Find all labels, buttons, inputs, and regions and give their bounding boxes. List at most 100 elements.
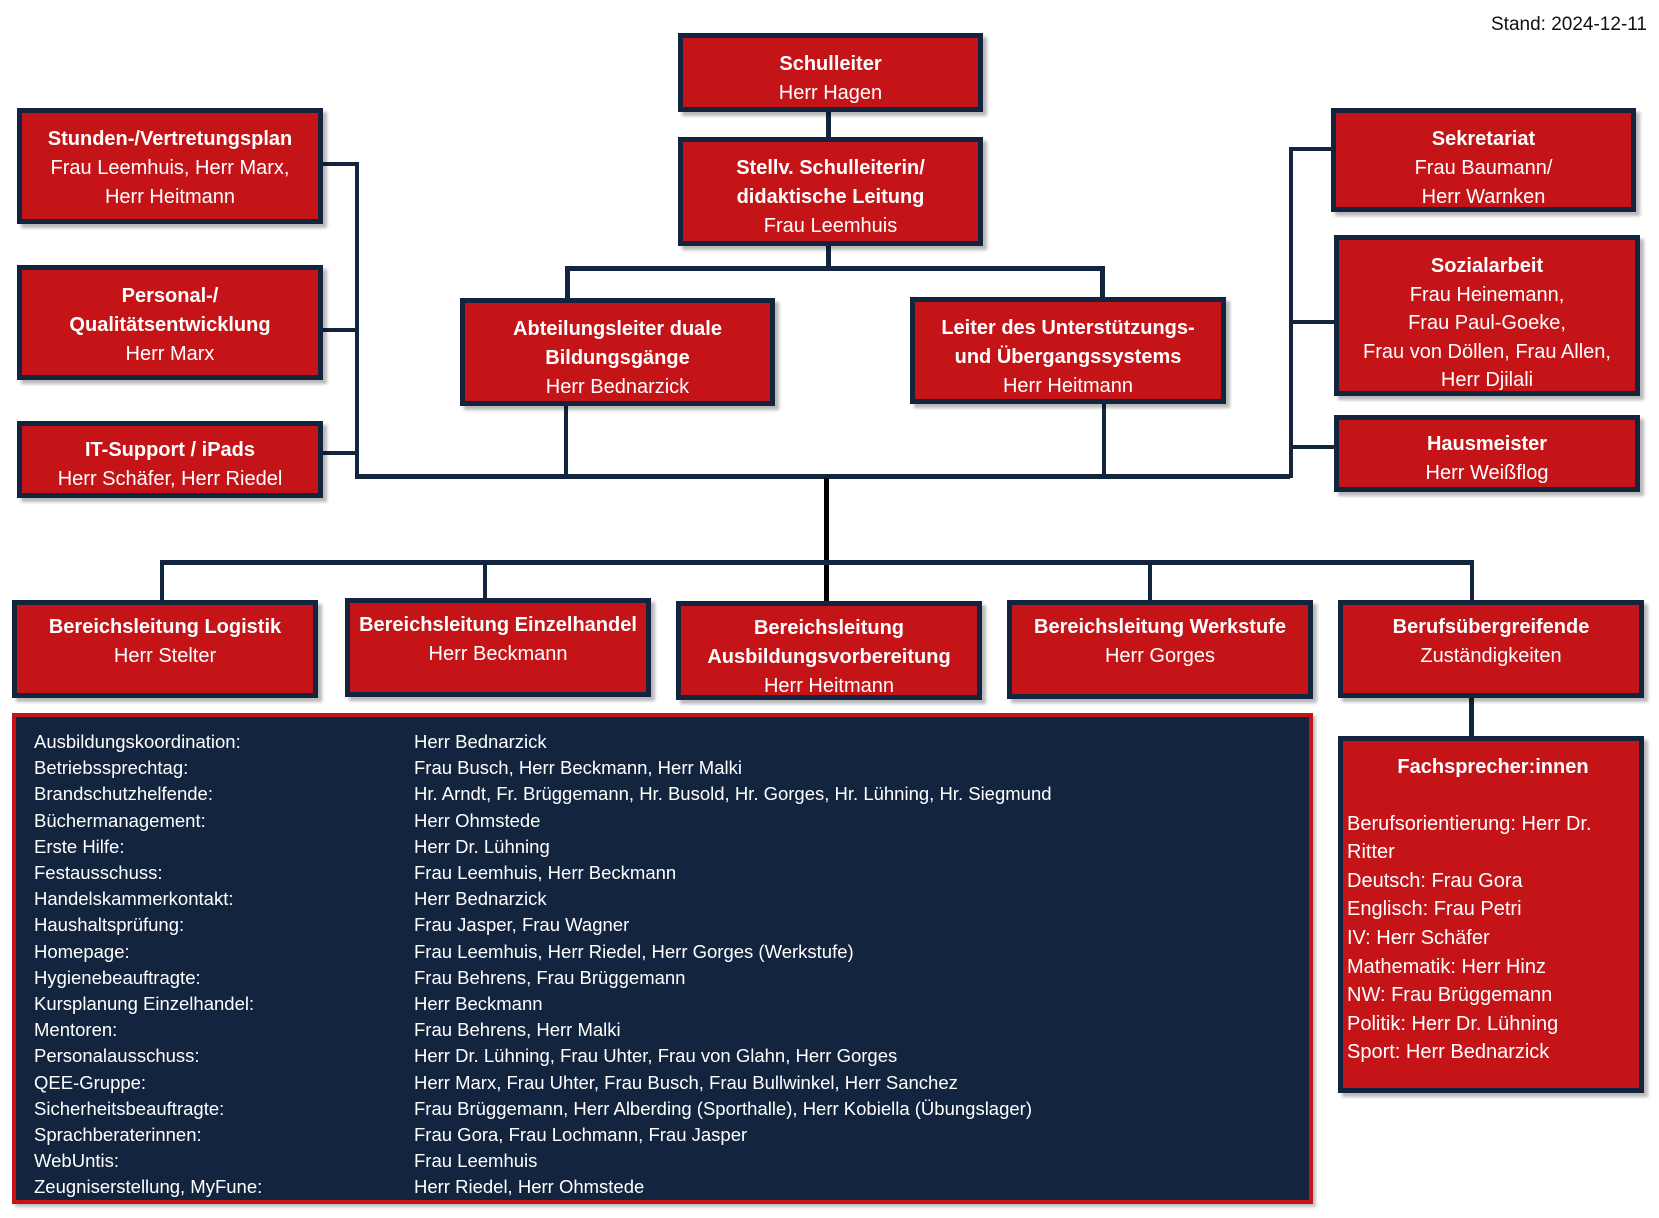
- node-name: Herr Bednarzick: [545, 376, 690, 398]
- node-fachsprecher: Fachsprecher:innen Berufsorientierung: H…: [1338, 736, 1644, 1093]
- role-label: Betriebssprechtag:: [34, 757, 189, 779]
- people-value: Herr Bednarzick: [414, 888, 547, 910]
- node-title: Bereichsleitung Logistik: [48, 616, 282, 638]
- connector-line: [1289, 147, 1293, 478]
- connector-line: [1289, 320, 1334, 324]
- role-label: WebUntis:: [34, 1150, 119, 1172]
- people-value: Frau Behrens, Frau Brüggemann: [414, 966, 686, 988]
- role-label: Büchermanagement:: [34, 809, 206, 831]
- role-label: Personalausschuss:: [34, 1045, 200, 1067]
- node-stellv-schulleiterin: Stellv. Schulleiterin/ didaktische Leitu…: [678, 137, 983, 246]
- role-label: Handelskammerkontakt:: [34, 888, 234, 910]
- table-row: Mentoren: Frau Behrens, Herr Malki: [34, 1017, 1309, 1043]
- list-item: Mathematik: Herr Hinz: [1347, 955, 1546, 978]
- node-name: Herr Schäfer, Herr Riedel: [57, 468, 283, 490]
- table-row: Erste Hilfe:Herr Dr. Lühning: [34, 834, 1309, 860]
- list-item: Ritter: [1347, 841, 1395, 864]
- connector-line: [160, 560, 164, 600]
- connector-line: [1100, 266, 1105, 298]
- table-row: Handelskammerkontakt: Herr Bednarzick: [34, 886, 1309, 912]
- node-name: Frau Leemhuis: [763, 215, 898, 237]
- list-item: Deutsch: Frau Gora: [1347, 869, 1523, 892]
- node-title: IT-Support / iPads: [84, 439, 255, 461]
- people-value: Herr Ohmstede: [414, 809, 541, 831]
- node-title: Fachsprecher:innen: [1397, 756, 1589, 778]
- role-label: Mentoren:: [34, 1019, 118, 1041]
- node-name: Herr Djilali: [1440, 369, 1534, 391]
- node-title: Leiter des Unterstützungs-: [941, 317, 1195, 339]
- node-title: Ausbildungsvorbereitung: [707, 646, 951, 668]
- node-title: Sekretariat: [1431, 128, 1536, 150]
- node-title: Abteilungsleiter duale: [513, 318, 722, 340]
- connector-line: [1148, 560, 1152, 600]
- node-sekretariat: Sekretariat Frau Baumann/ Herr Warnken: [1331, 108, 1636, 212]
- node-title: Bildungsgänge: [545, 347, 690, 369]
- node-name: Frau von Döllen, Frau Allen,: [1363, 340, 1611, 363]
- table-row: Homepage:Frau Leemhuis, Herr Riedel, Her…: [34, 939, 1309, 965]
- node-name: Frau Paul-Goeke,: [1408, 312, 1566, 334]
- table-row: Kursplanung Einzelhandel: Herr Beckmann: [34, 991, 1309, 1017]
- list-item: Sport: Herr Bednarzick: [1347, 1041, 1550, 1064]
- table-row: Haushaltsprüfung: Frau Jasper, Frau Wagne…: [34, 912, 1309, 938]
- table-row: WebUntis:Frau Leemhuis: [34, 1148, 1309, 1174]
- node-name: Herr Warnken: [1421, 186, 1546, 208]
- role-label: Festausschuss:: [34, 862, 163, 884]
- stand-date: Stand: 2024-12-11: [1491, 14, 1647, 35]
- node-title: Personal-/: [121, 285, 219, 307]
- role-label: Zeugniserstellung, MyFune:: [34, 1176, 263, 1198]
- people-value: Herr Dr. Lühning, Frau Uhter, Frau von G…: [414, 1045, 898, 1067]
- table-row: Büchermanagement: Herr Ohmstede: [34, 808, 1309, 834]
- node-name: Frau Leemhuis, Herr Marx,: [50, 157, 290, 179]
- node-name: Frau Heinemann,: [1409, 283, 1565, 306]
- node-personalentwicklung: Personal-/ Qualitätsentwicklung Herr Mar…: [17, 265, 323, 380]
- node-title: Sozialarbeit: [1430, 255, 1544, 277]
- list-item: Englisch: Frau Petri: [1347, 898, 1522, 921]
- people-value: Herr Beckmann: [414, 993, 543, 1015]
- connector-line: [323, 328, 358, 332]
- list-item: Berufsorientierung: Herr Dr.: [1347, 812, 1592, 835]
- people-value: Frau Behrens, Herr Malki: [414, 1019, 621, 1041]
- connector-line: [1289, 147, 1331, 151]
- connector-line: [1289, 445, 1334, 449]
- node-stundenplan: Stunden-/Vertretungsplan Frau Leemhuis, …: [17, 108, 323, 224]
- node-title: Stellv. Schulleiterin/: [736, 157, 925, 179]
- connector-line: [1470, 560, 1474, 600]
- connector-line: [323, 162, 359, 166]
- node-it-support: IT-Support / iPads Herr Schäfer, Herr Ri…: [17, 421, 323, 498]
- connector-line: [826, 112, 831, 138]
- node-name: Herr Weißflog: [1425, 462, 1549, 484]
- people-value: Hr. Arndt, Fr. Brüggemann, Hr. Busold, H…: [414, 783, 1052, 805]
- table-row: Zeugniserstellung, MyFune: Herr Riedel, H…: [34, 1174, 1309, 1200]
- node-hausmeister: Hausmeister Herr Weißflog: [1334, 415, 1640, 492]
- connector-line: [564, 406, 568, 478]
- node-bereich-werkstufe: Bereichsleitung Werkstufe Herr Gorges: [1007, 600, 1313, 699]
- node-name: Herr Hagen: [778, 82, 883, 104]
- node-bereich-logistik: Bereichsleitung Logistik Herr Stelter: [12, 600, 318, 698]
- table-row: Brandschutzhelfende:Hr. Arndt, Fr. Brügg…: [34, 781, 1309, 807]
- node-title: Berufsübergreifende: [1392, 616, 1590, 638]
- connector-line: [1469, 698, 1474, 738]
- node-name: Herr Marx: [125, 343, 215, 365]
- people-value: Frau Jasper, Frau Wagner: [414, 914, 630, 936]
- people-value: Herr Bednarzick: [414, 731, 547, 752]
- role-label: Erste Hilfe:: [34, 835, 125, 857]
- role-label: Haushaltsprüfung:: [34, 914, 185, 936]
- list-item: NW: Frau Brüggemann: [1347, 984, 1553, 1007]
- node-title: Bereichsleitung Einzelhandel: [359, 614, 637, 636]
- node-title: Schulleiter: [779, 53, 882, 75]
- people-value: Frau Gora, Frau Lochmann, Frau Jasper: [414, 1124, 748, 1146]
- people-value: Herr Riedel, Herr Ohmstede: [414, 1176, 645, 1198]
- role-label: Kursplanung Einzelhandel:: [34, 993, 255, 1015]
- table-row: QEE-Gruppe:Herr Marx, Frau Uhter, Frau B…: [34, 1070, 1309, 1096]
- table-row: Hygienebeauftragte:Frau Behrens, Frau Br…: [34, 965, 1309, 991]
- node-bereich-einzelhandel: Bereichsleitung Einzelhandel Herr Beckma…: [345, 598, 651, 697]
- node-title: und Übergangssystems: [954, 346, 1182, 368]
- connector-line: [824, 478, 829, 602]
- connector-line: [323, 451, 358, 455]
- people-value: Frau Brüggemann, Herr Alberding (Sportha…: [414, 1097, 1032, 1119]
- table-row: Sprachberaterinnen:Frau Gora, Frau Lochm…: [34, 1122, 1309, 1148]
- table-row: Sicherheitsbeauftragte:Frau Brüggemann, …: [34, 1096, 1309, 1122]
- node-title: Qualitätsentwicklung: [69, 314, 271, 336]
- people-value: Frau Leemhuis, Herr Riedel, Herr Gorges …: [414, 940, 854, 962]
